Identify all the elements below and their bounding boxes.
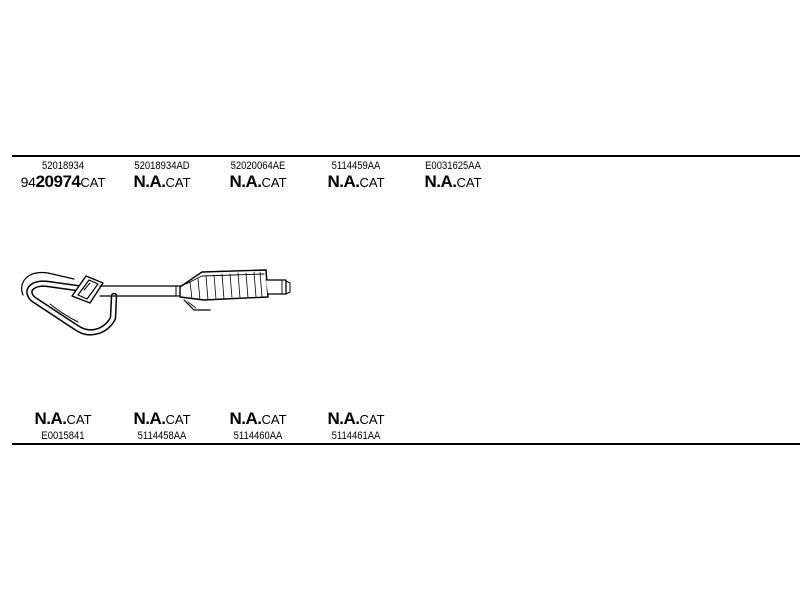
- part-number: 52018934: [41, 160, 85, 172]
- part-number: E0015841: [41, 430, 85, 442]
- bottom-divider-line: [12, 443, 800, 445]
- part-number: 52020064AE: [230, 160, 286, 172]
- part-code: N.A.CAT: [327, 172, 385, 191]
- part-label-bottom-2[interactable]: N.A.CAT 5114458AA: [117, 409, 207, 442]
- part-number: E0031625AA: [425, 160, 481, 172]
- part-code: N.A.CAT: [424, 172, 482, 191]
- front-loop-pipe[interactable]: [21, 271, 118, 336]
- part-label-top-2[interactable]: 52018934AD N.A.CAT: [117, 160, 207, 193]
- connecting-pipe[interactable]: [99, 285, 183, 297]
- part-label-top-5[interactable]: E0031625AA N.A.CAT: [408, 160, 498, 193]
- muffler[interactable]: [179, 269, 269, 301]
- part-code: N.A.CAT: [133, 409, 191, 428]
- part-code: N.A.CAT: [133, 172, 191, 191]
- hanger-bracket[interactable]: [183, 299, 211, 311]
- part-label-bottom-4[interactable]: N.A.CAT 5114461AA: [311, 409, 401, 442]
- part-label-bottom-3[interactable]: N.A.CAT 5114460AA: [213, 409, 303, 442]
- part-code: N.A.CAT: [34, 409, 92, 428]
- part-label-top-1[interactable]: 52018934 9420974CAT: [18, 160, 108, 193]
- part-label-top-3[interactable]: 52020064AE N.A.CAT: [213, 160, 303, 193]
- part-label-bottom-1[interactable]: N.A.CAT E0015841: [18, 409, 108, 442]
- part-code: N.A.CAT: [327, 409, 385, 428]
- part-code: N.A.CAT: [229, 409, 287, 428]
- part-code: 9420974CAT: [20, 172, 106, 191]
- part-number: 5114460AA: [233, 430, 283, 442]
- part-number: 5114459AA: [331, 160, 381, 172]
- part-number: 5114458AA: [137, 430, 187, 442]
- part-code: N.A.CAT: [229, 172, 287, 191]
- tail-pipe[interactable]: [265, 279, 291, 295]
- top-divider-line: [12, 155, 800, 157]
- pipe-flange[interactable]: [71, 275, 104, 304]
- part-label-top-4[interactable]: 5114459AA N.A.CAT: [311, 160, 401, 193]
- part-number: 52018934AD: [134, 160, 190, 172]
- part-number: 5114461AA: [331, 430, 381, 442]
